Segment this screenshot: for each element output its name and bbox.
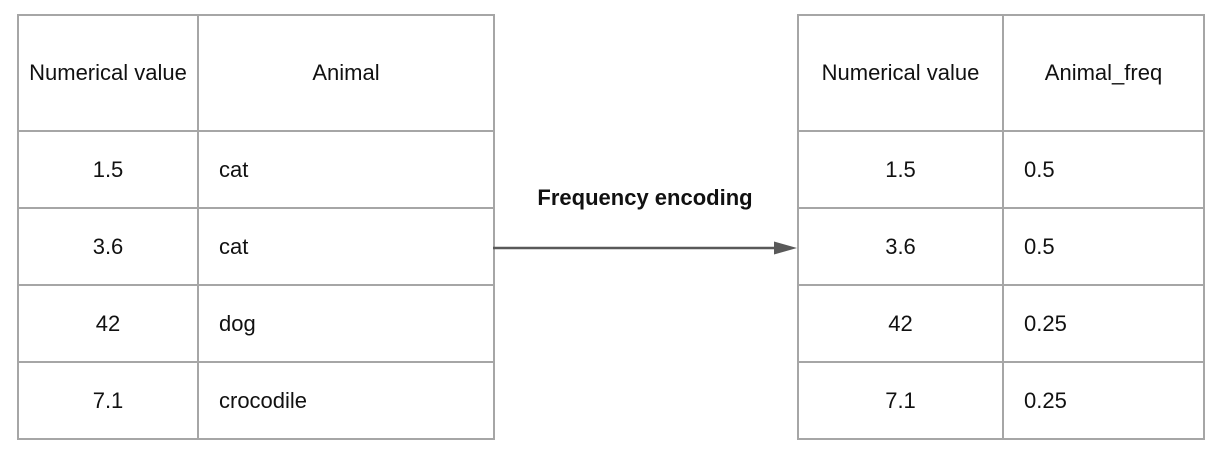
table-row: 42 0.25 <box>797 284 1205 363</box>
encoded-table: Numerical value Animal_freq 1.5 0.5 3.6 … <box>797 14 1205 440</box>
source-cell-animal: dog <box>197 284 495 363</box>
source-cell-value: 42 <box>17 284 199 363</box>
source-cell-animal: crocodile <box>197 361 495 440</box>
source-cell-animal: cat <box>197 130 495 209</box>
encoded-header-numerical-value: Numerical value <box>797 14 1004 132</box>
table-row: 1.5 0.5 <box>797 130 1205 209</box>
encoded-cell-value: 1.5 <box>797 130 1004 209</box>
encoded-cell-value: 3.6 <box>797 207 1004 286</box>
encoded-cell-value: 7.1 <box>797 361 1004 440</box>
table-row: 3.6 cat <box>17 207 495 286</box>
source-header-row: Numerical value Animal <box>17 14 495 132</box>
source-cell-value: 1.5 <box>17 130 199 209</box>
table-row: 7.1 crocodile <box>17 361 495 440</box>
table-row: 3.6 0.5 <box>797 207 1205 286</box>
transform-label: Frequency encoding <box>537 185 753 210</box>
source-cell-value: 7.1 <box>17 361 199 440</box>
right-arrow-icon <box>493 241 797 255</box>
encoded-cell-freq: 0.25 <box>1002 361 1205 440</box>
source-header-animal: Animal <box>197 14 495 132</box>
table-row: 42 dog <box>17 284 495 363</box>
source-table: Numerical value Animal 1.5 cat 3.6 cat 4… <box>17 14 495 440</box>
encoded-header-row: Numerical value Animal_freq <box>797 14 1205 132</box>
source-cell-animal: cat <box>197 207 495 286</box>
source-header-numerical-value: Numerical value <box>17 14 199 132</box>
table-row: 1.5 cat <box>17 130 495 209</box>
encoded-cell-freq: 0.5 <box>1002 130 1205 209</box>
encoded-cell-freq: 0.5 <box>1002 207 1205 286</box>
table-row: 7.1 0.25 <box>797 361 1205 440</box>
encoded-cell-value: 42 <box>797 284 1004 363</box>
encoded-cell-freq: 0.25 <box>1002 284 1205 363</box>
source-cell-value: 3.6 <box>17 207 199 286</box>
encoded-header-animal-freq: Animal_freq <box>1002 14 1205 132</box>
transform-annotation: Frequency encoding <box>493 185 797 265</box>
